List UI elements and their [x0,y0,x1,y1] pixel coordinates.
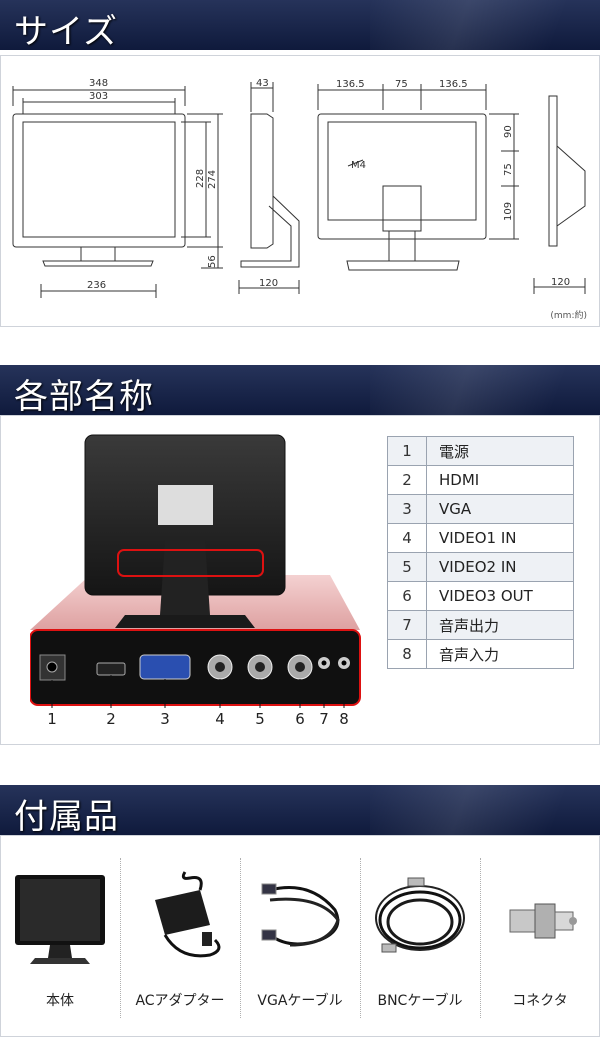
port-number-7: 7 [319,710,329,728]
side-monitor-outline [251,114,273,248]
divider [480,858,481,1018]
dim-rear-height-bottom: 109 [503,202,514,221]
port-number-3: 3 [160,710,170,728]
accessory-item: 本体 [0,840,120,1020]
port-number-5: 5 [255,710,265,728]
accessory-label: BNCケーブル [377,993,463,1009]
bnc-cable-icon [375,877,465,953]
vga-cable-icon [261,883,350,970]
port-panel-zoom [30,629,361,706]
parts-section-header: 各部名称 [0,365,600,415]
divider [120,858,121,1018]
size-section-header: サイズ [0,0,600,50]
front-monitor-outline [12,113,186,248]
size-panel: 348 303 228 274 56 236 43 120 136.5 75 1… [0,55,600,327]
dim-front-width-outer: 348 [89,78,108,89]
connector-icon [509,903,577,939]
part-number: 5 [387,552,427,582]
part-name: VGA [426,494,574,524]
part-name: 音声出力 [426,610,574,640]
vga-port-icon [139,654,191,680]
divider [360,858,361,1018]
dim-front-width-screen: 303 [89,91,108,102]
port-number-8: 8 [339,710,349,728]
part-number: 3 [387,494,427,524]
part-number: 4 [387,523,427,553]
dim-base-width: 236 [87,280,106,291]
monitor-rear-photo [30,434,361,730]
part-number: 6 [387,581,427,611]
part-name: HDMI [426,465,574,495]
dim-rear-width-right: 136.5 [439,79,468,90]
monitor-icon [15,875,105,964]
rear-stand-neck [388,230,416,262]
rear-base [347,261,459,270]
rear-monitor-outline [317,113,487,240]
dim-stand-height: 56 [207,255,218,268]
dim-front-height-screen: 228 [195,169,206,188]
ac-adapter-icon [155,870,230,970]
part-name: 音声入力 [426,639,574,669]
dim-side-depth-top: 43 [256,78,269,89]
size-section-title: サイズ [14,12,118,50]
port-number-6: 6 [295,710,305,728]
dim-rear-height-top: 90 [503,125,514,138]
accessory-label: ACアダプター [135,993,225,1009]
part-name: VIDEO1 IN [426,523,574,553]
accessories-section-title: 付属品 [14,797,119,835]
rear-screw-label: M4 [351,160,366,171]
dim-rear-height-mid: 75 [503,163,514,176]
parts-section-title: 各部名称 [14,377,154,415]
part-number: 1 [387,436,427,466]
dimension-drawings: 348 303 228 274 56 236 43 120 136.5 75 1… [12,78,599,326]
unit-note: (mm:約) [550,311,587,321]
port-highlight-box [117,549,264,577]
accessories-section-header: 付属品 [0,785,600,835]
dim-front-height-outer: 274 [207,170,218,189]
front-stand [43,247,153,266]
accessory-item: ACアダプター [120,840,240,1020]
side-stand [241,196,299,267]
port-number-4: 4 [215,710,225,728]
accessory-label: 本体 [46,993,74,1009]
accessory-label: VGAケーブル [257,993,343,1009]
hdmi-port-icon [96,662,126,676]
side2-profile [549,96,585,246]
port-number-2: 2 [106,710,116,728]
dim-rear-width-mid: 75 [395,79,408,90]
part-name: 電源 [426,436,574,466]
accessory-item: VGAケーブル [240,840,360,1020]
accessory-item: コネクタ [480,840,600,1020]
dim-rear-width-left: 136.5 [336,79,365,90]
part-number: 2 [387,465,427,495]
divider [240,858,241,1018]
accessory-label: コネクタ [512,993,568,1009]
part-number: 7 [387,610,427,640]
dim-side-base-depth: 120 [259,278,278,289]
port-number-1: 1 [47,710,57,728]
part-name: VIDEO2 IN [426,552,574,582]
part-name: VIDEO3 OUT [426,581,574,611]
front-screen-outline [22,121,176,238]
part-number: 8 [387,639,427,669]
accessory-item: BNCケーブル [360,840,480,1020]
rear-vesa-mount [382,185,422,232]
dim-side2-base-depth: 120 [551,277,570,288]
